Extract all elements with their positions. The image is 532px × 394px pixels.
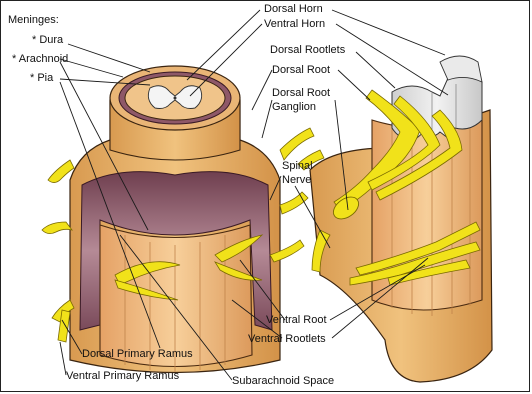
spinal-cord-body bbox=[100, 225, 252, 367]
label-ventral-root: Ventral Root bbox=[266, 314, 327, 327]
label-dura: * Dura bbox=[32, 34, 63, 47]
label-meninges: Meninges: bbox=[8, 14, 59, 27]
label-pia: * Pia bbox=[30, 72, 53, 85]
label-dorsal-primary-ramus: Dorsal Primary Ramus bbox=[82, 348, 193, 361]
label-spinal-nerve-2: Nerve bbox=[282, 174, 311, 187]
label-subarachnoid-space: Subarachnoid Space bbox=[232, 375, 334, 388]
label-dorsal-root-ganglion-2: Ganglion bbox=[272, 101, 316, 114]
right-spinal-cord bbox=[298, 56, 492, 382]
label-ventral-primary-ramus: Ventral Primary Ramus bbox=[66, 370, 179, 383]
label-spinal-nerve-1: Spinal bbox=[282, 160, 313, 173]
label-dorsal-horn: Dorsal Horn bbox=[264, 3, 323, 16]
label-dorsal-rootlets: Dorsal Rootlets bbox=[270, 44, 345, 57]
label-dorsal-root-ganglion-1: Dorsal Root bbox=[272, 87, 330, 100]
label-dorsal-root: Dorsal Root bbox=[272, 64, 330, 77]
label-arachnoid: * Arachnoid bbox=[12, 53, 68, 66]
label-ventral-horn: Ventral Horn bbox=[264, 18, 325, 31]
label-ventral-rootlets: Ventral Rootlets bbox=[248, 333, 326, 346]
